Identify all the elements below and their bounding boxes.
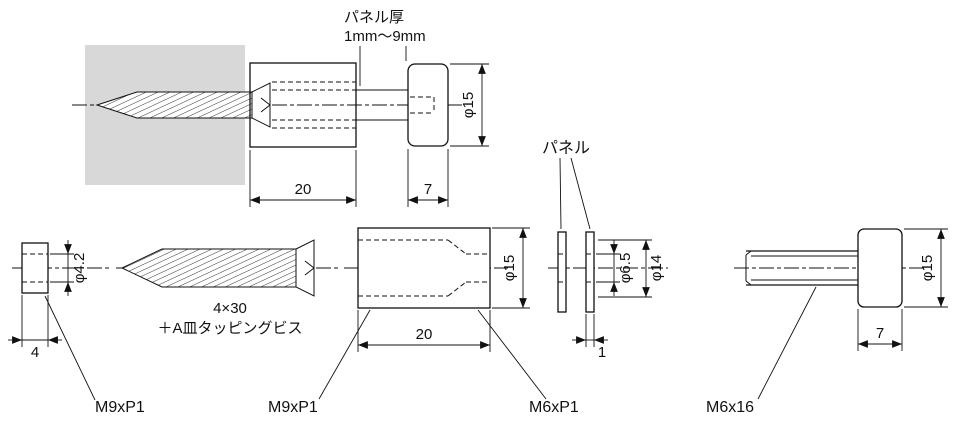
dim-panel-thickness: 1 <box>572 314 608 361</box>
cross-recess-icon <box>304 260 315 269</box>
dim-text-phi14: φ14 <box>648 255 665 281</box>
tapping-screw-assembled <box>95 82 271 128</box>
panel-thickness-note: パネル厚 1mm～9mm <box>344 9 426 86</box>
screw-size-label: 4×30 <box>213 300 247 317</box>
dim-panel-outer: φ14 <box>598 239 665 298</box>
barrel-part <box>357 227 491 309</box>
screw-name-label: ＋A皿タッピングビス <box>157 320 302 337</box>
ring-part <box>21 242 49 294</box>
barrel-left-thread-label: M9xP1 <box>268 399 318 416</box>
dim-assembled-barrel-length: 20 <box>249 150 357 207</box>
ring-thread-label: M9xP1 <box>95 399 145 416</box>
panel-thickness-range: 1mm～9mm <box>344 28 426 45</box>
dim-text-phi4-2: φ4.2 <box>71 253 88 284</box>
barrel-assembled <box>249 62 357 148</box>
dim-text-1: 1 <box>598 344 606 361</box>
dim-text-phi15-assembled: φ15 <box>460 92 477 118</box>
dim-cap-screw-head: 7 <box>857 309 903 351</box>
dim-panel-hole: φ6.5 <box>596 240 634 296</box>
dim-assembled-cap-length: 7 <box>407 149 449 207</box>
dim-ring-length: 4 <box>8 295 62 361</box>
dim-text-7-capscrew: 7 <box>876 325 884 342</box>
dim-text-phi15-capscrew: φ15 <box>919 255 936 281</box>
dim-barrel-length: 20 <box>357 310 491 352</box>
dim-barrel-diameter: φ15 <box>492 227 530 309</box>
cap-screw-part <box>745 228 903 308</box>
dim-text-phi6-5: φ6.5 <box>617 253 634 284</box>
dim-ring-hole: φ4.2 <box>50 240 88 296</box>
dim-text-20-barrel: 20 <box>416 326 433 343</box>
dim-text-4: 4 <box>31 344 39 361</box>
panel-thickness-label: パネル厚 <box>344 9 404 26</box>
dim-cap-screw-diameter: φ15 <box>904 228 948 308</box>
bolt-shaft-in-gap <box>356 89 408 121</box>
dim-assembled-diameter: φ15 <box>450 63 489 147</box>
exploded-view: φ4.2 4 4×30 ＋A皿タッピングビス <box>8 139 948 416</box>
dim-text-20-assembled: 20 <box>295 181 312 198</box>
thread-labels: M9xP1 M9xP1 M6xP1 M6x16 <box>44 286 817 416</box>
cap-assembled <box>407 63 449 147</box>
cross-recess-icon <box>260 97 271 106</box>
dim-text-7-assembled: 7 <box>424 181 432 198</box>
tapping-screw-part: 4×30 ＋A皿タッピングビス <box>120 239 315 337</box>
panel-label: パネル <box>542 139 590 157</box>
assembled-view: パネル厚 1mm～9mm φ15 20 7 <box>72 9 489 207</box>
dim-text-phi15-barrel: φ15 <box>501 255 518 281</box>
cap-screw-spec-label: M6x16 <box>706 399 754 416</box>
barrel-right-thread-label: M6xP1 <box>529 399 579 416</box>
panel-part: パネル <box>542 139 595 313</box>
